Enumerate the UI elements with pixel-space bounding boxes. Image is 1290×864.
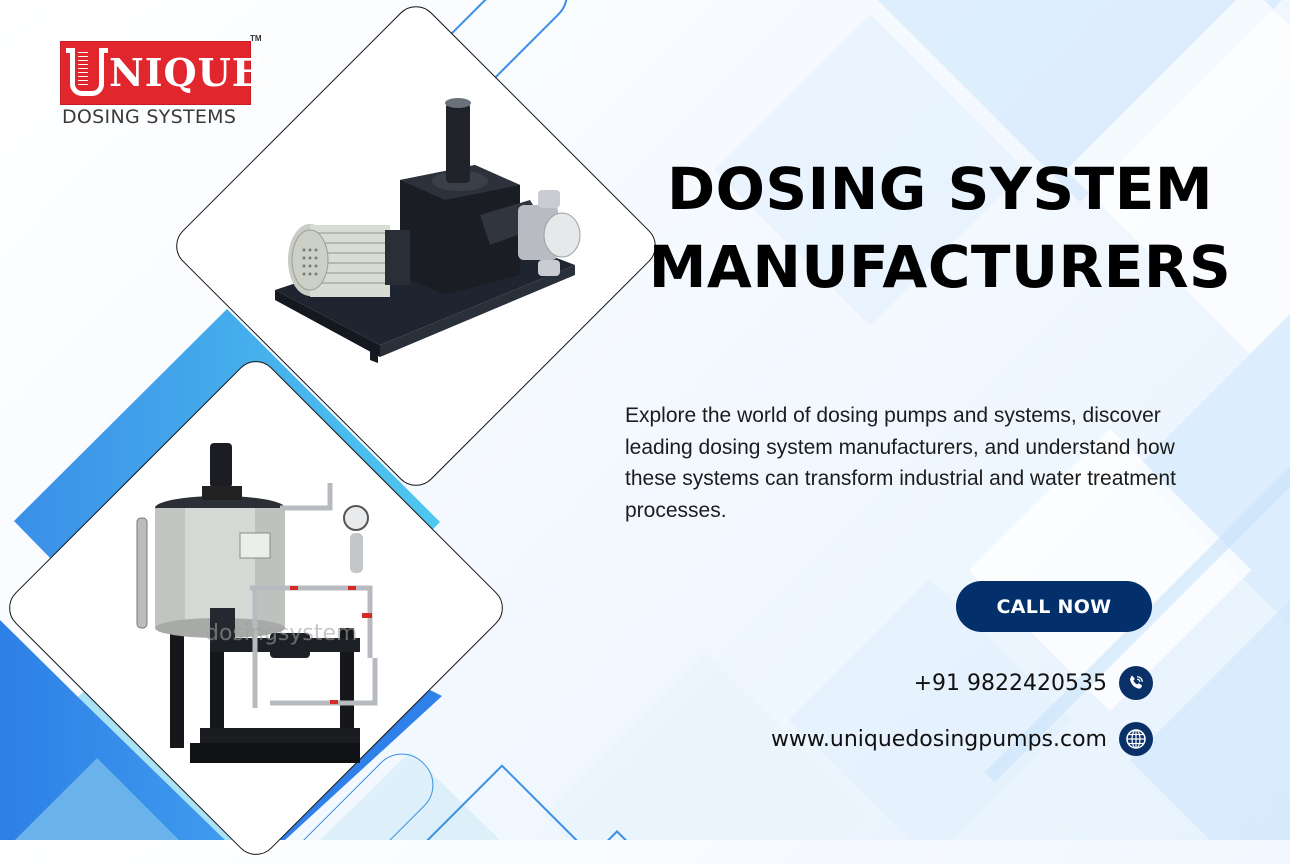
- dosing-pump-image: [275, 98, 581, 363]
- contact-phone[interactable]: +91 9822420535: [914, 666, 1153, 700]
- phone-number[interactable]: +91 9822420535: [913, 670, 1107, 696]
- title-line-2: MANUFACTURERS: [648, 233, 1232, 301]
- watermark-text: dosingsystem: [205, 621, 357, 646]
- page-title: DOSING SYSTEM MANUFACTURERS: [640, 150, 1240, 306]
- logo-measurement-ticks: [78, 52, 88, 88]
- phone-icon: [1119, 666, 1153, 700]
- logo-u-beaker-icon: [66, 48, 108, 96]
- logo-trademark: TM: [250, 34, 262, 43]
- website-link[interactable]: www.uniquedosingpumps.com: [770, 726, 1107, 752]
- hero-description: Explore the world of dosing pumps and sy…: [625, 404, 1176, 522]
- dosing-tank-system-image: dosingsystem: [136, 443, 378, 763]
- title-line-1: DOSING SYSTEM: [666, 155, 1214, 223]
- logo-subtitle: DOSING SYSTEMS: [62, 106, 237, 128]
- logo-red-box: NIQUE: [60, 41, 261, 105]
- call-now-button[interactable]: CALL NOW: [956, 581, 1152, 632]
- contact-website[interactable]: www.uniquedosingpumps.com: [771, 722, 1153, 756]
- logo-wordmark: NIQUE: [109, 50, 262, 95]
- globe-icon: [1119, 722, 1153, 756]
